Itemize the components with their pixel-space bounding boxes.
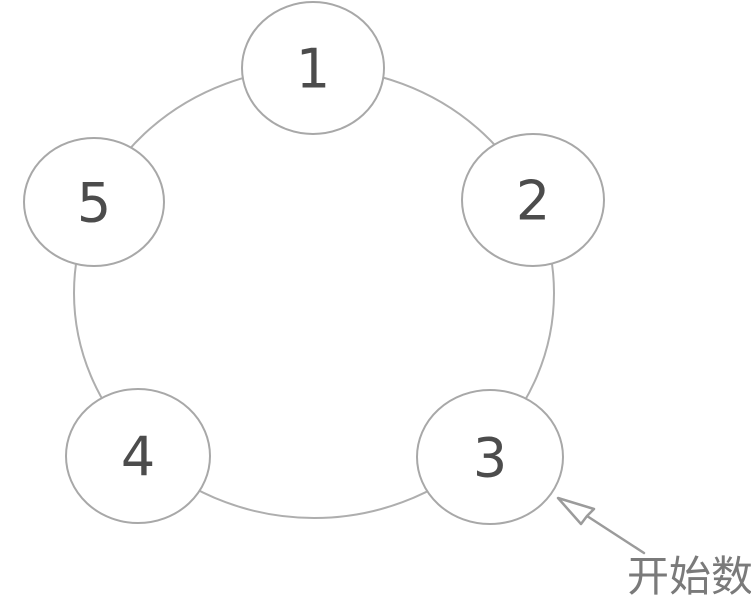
node-label-5: 5 — [77, 172, 111, 235]
node-circle-4 — [65, 388, 211, 524]
annotation-label: 开始数 — [627, 552, 751, 601]
node-label-2: 2 — [516, 170, 550, 233]
node-label-3: 3 — [473, 427, 507, 490]
node-circle-2 — [461, 133, 605, 267]
node-circle-3 — [416, 389, 564, 525]
node-label-4: 4 — [121, 426, 155, 489]
node-circle-1 — [241, 1, 385, 135]
node-label-1: 1 — [296, 38, 330, 101]
annotation-arrowhead-icon — [556, 496, 596, 526]
node-circle-5 — [23, 137, 165, 267]
annotation-arrow-shaft — [585, 514, 646, 555]
